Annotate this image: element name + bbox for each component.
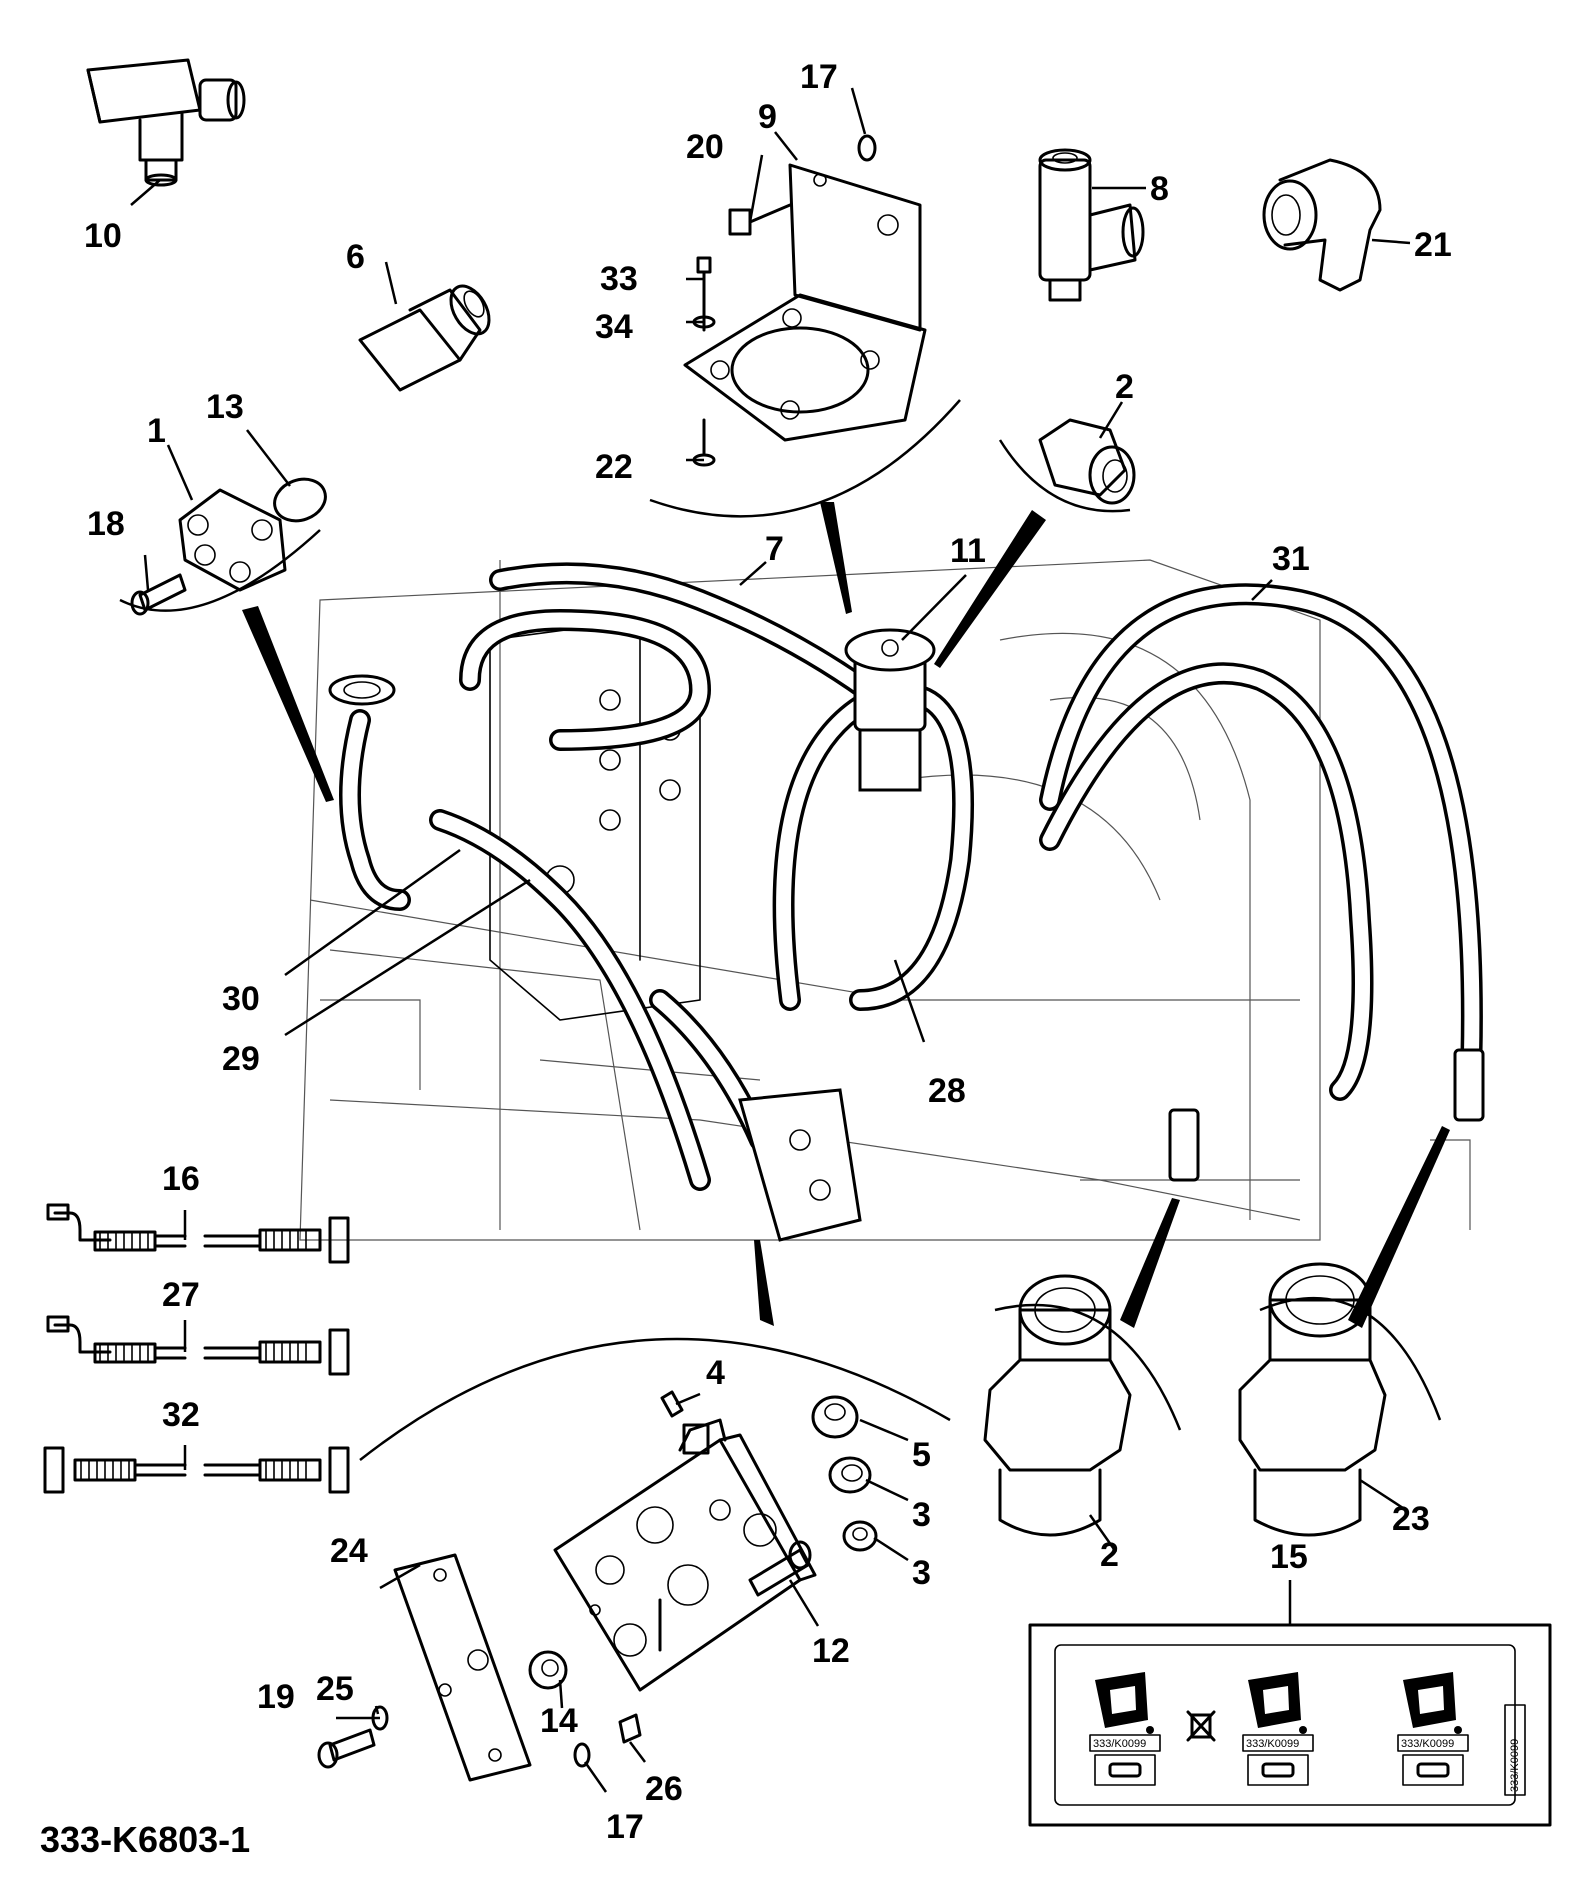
split-flange-1 [178,488,287,592]
cartridge-12 [748,1540,812,1597]
adapter-3-upper [828,1456,872,1494]
bolt-20 [728,203,792,236]
callout-22: 22 [595,448,633,486]
callout-24: 24 [330,1532,368,1570]
callout-20: 20 [686,128,724,166]
callout-19: 19 [257,1678,295,1716]
callout-7: 7 [765,530,784,568]
washer-17-top [857,134,877,162]
callout-3-lower: 3 [912,1554,931,1592]
tee-fitting-10 [86,58,246,187]
callout-32: 32 [162,1396,200,1434]
decal-code-b: 333/K0099 [1246,1738,1299,1750]
callout-23: 23 [1392,1500,1430,1538]
callout-28: 28 [928,1072,966,1110]
callout-15: 15 [1270,1538,1308,1576]
callout-12: 12 [812,1632,850,1670]
callout-17-bottom: 17 [606,1808,644,1846]
washer-17-bottom [573,1742,591,1768]
callout-8: 8 [1150,170,1169,208]
decal-cross-symbol [1186,1710,1216,1742]
hose-icon-32 [43,1446,350,1494]
hose-29 [429,809,711,1191]
plug-4 [660,1390,684,1418]
callout-labels: 10 6 20 9 17 33 34 22 8 21 2 1 13 18 7 1… [40,58,1452,1860]
hose-end-fitting-left [1168,1108,1200,1182]
callout-18: 18 [87,505,125,543]
split-flange [328,674,396,706]
main-assembly [299,559,1485,1242]
callout-3-upper: 3 [912,1496,931,1534]
callout-17-top: 17 [800,58,838,96]
o-ring-13 [273,477,327,523]
hose-end-fitting-right [1453,1048,1485,1122]
callout-30: 30 [222,980,260,1018]
callout-26: 26 [645,1770,683,1808]
drawing-reference: 333-K6803-1 [40,1819,250,1860]
hose-7 [489,562,891,711]
callout-16: 16 [162,1160,200,1198]
hose-30 [339,709,411,911]
adapter-2-bottom [983,1274,1132,1537]
filter-bracket-9 [683,163,927,442]
callout-29: 29 [222,1040,260,1078]
decal-15: 333/K0099 333/K0099 333/K0099 [1028,1623,1552,1827]
filter-assembly [844,628,936,792]
decal-symbol-a: 333/K0099 [1089,1672,1161,1786]
decal-symbol-c: 333/K0099 [1397,1672,1469,1786]
decal-symbol-b: 333/K0099 [1242,1672,1314,1786]
detail-arcs [119,399,1442,1461]
hose-28 [772,682,975,1011]
callout-11: 11 [950,532,986,570]
callout-4: 4 [706,1354,725,1392]
screw-33 [696,256,712,332]
hose-31 [1039,583,1483,1111]
callout-31: 31 [1272,540,1310,578]
callout-34: 34 [595,308,633,346]
fitting-14 [528,1650,568,1690]
hose-icon-16 [46,1203,350,1264]
decal-side-code: 333/K0099 [1509,1739,1521,1792]
adapter-3-lower [842,1520,878,1552]
adapter-2-top [1038,418,1136,505]
hose-icon-27 [46,1315,350,1376]
adapter-23 [1238,1262,1387,1537]
callout-2-bottom: 2 [1100,1536,1119,1574]
decal-code-a: 333/K0099 [1093,1738,1146,1750]
callout-10: 10 [84,217,122,255]
bolt-19 [317,1728,376,1769]
callout-33: 33 [600,260,638,298]
manifold-12 [553,1418,817,1692]
manifold-mounted [738,1088,862,1242]
elbow-5 [811,1395,859,1439]
hose-loop [459,608,712,751]
detail-pointers [242,502,1450,1328]
callout-9: 9 [758,98,777,136]
callout-13: 13 [206,388,244,426]
callout-5: 5 [912,1436,931,1474]
decal-code-c: 333/K0099 [1401,1738,1454,1750]
tee-fitting-8 [1038,148,1145,302]
elbow-fitting-21 [1262,158,1382,292]
callout-2-top: 2 [1115,368,1134,406]
nut-22 [692,418,716,467]
screw-18 [130,573,187,616]
callout-1: 1 [147,412,166,450]
callout-27: 27 [162,1276,200,1314]
callout-21: 21 [1414,226,1452,264]
callout-6: 6 [346,238,365,276]
plate-24 [393,1553,532,1782]
bolt-26 [618,1713,642,1744]
hose-31-second [1039,662,1374,1101]
callout-14: 14 [540,1702,578,1740]
pressure-switch-6 [358,284,491,392]
callout-25: 25 [316,1670,354,1708]
leader-lines [130,87,1411,1793]
